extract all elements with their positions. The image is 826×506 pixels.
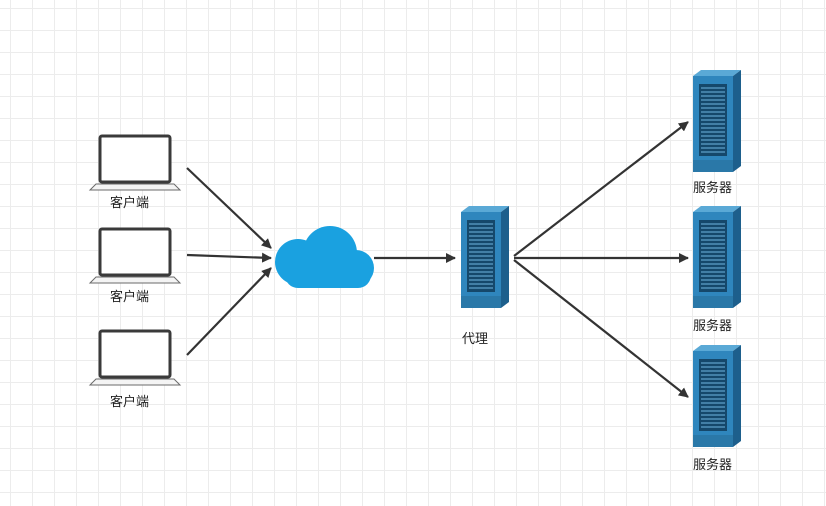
server-icon-3 [692, 344, 742, 448]
server-label-1: 服务器 [693, 181, 733, 196]
client-label-1: 客户端 [110, 196, 150, 211]
arrow-client3-to-cloud [186, 267, 272, 356]
arrow-proxy-to-server1 [513, 121, 689, 257]
client-laptop-icon-2 [88, 227, 182, 285]
client-label-2: 客户端 [110, 290, 150, 305]
cloud-icon [275, 226, 374, 288]
client-label-3: 客户端 [110, 395, 150, 410]
arrow-client2-to-cloud [186, 252, 272, 263]
client-laptop-icon-3 [88, 329, 182, 387]
proxy-label: 代理 [462, 332, 489, 347]
server-label-3: 服务器 [693, 458, 733, 473]
server-icon-2 [692, 205, 742, 309]
arrow-client1-to-cloud [186, 167, 272, 249]
proxy-server-icon [460, 205, 510, 309]
client-laptop-icon-1 [88, 134, 182, 192]
arrow-proxy-to-server3 [513, 259, 689, 398]
server-icon-1 [692, 69, 742, 173]
server-label-2: 服务器 [693, 319, 733, 334]
